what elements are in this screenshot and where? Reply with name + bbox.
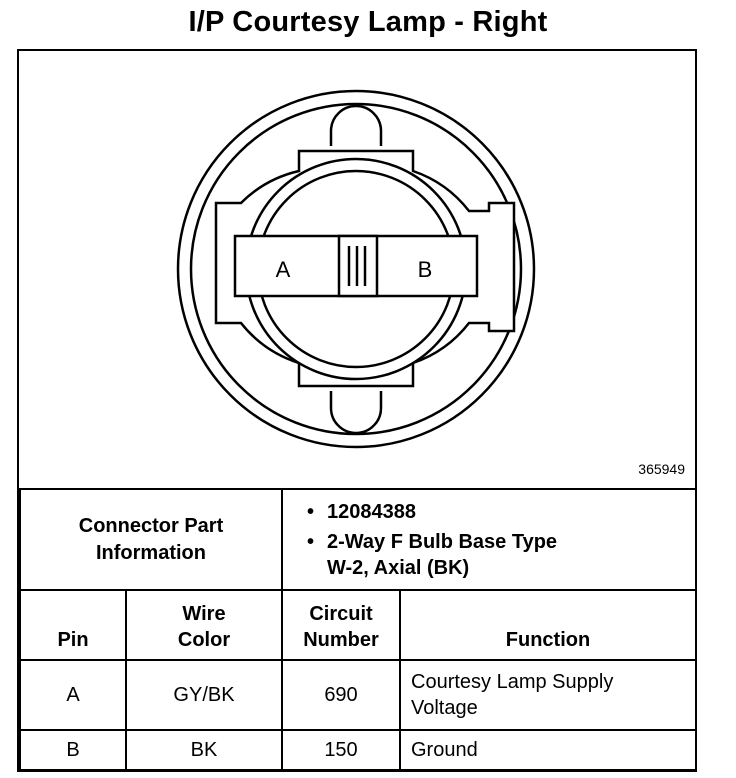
circuit-cell: 150 [281,729,401,771]
pin-cell: B [19,729,127,771]
pin-a-label: A [276,257,291,282]
header-function: Function [399,589,697,661]
part-number: 12084388 [307,499,695,525]
connector-frame: A B 365949 Connector Part Information 12… [17,49,697,772]
header-pin: Pin [19,589,127,661]
connector-diagram: A B [176,89,536,449]
pin-cell: A [19,659,127,731]
pin-b-label: B [418,257,433,282]
connector-info-label: Connector Part Information [19,488,283,591]
bottom-key [329,391,383,435]
function-cell: Ground [399,729,697,771]
diagram-id: 365949 [638,461,685,477]
wire-color-cell: GY/BK [125,659,283,731]
top-key [329,104,383,146]
circuit-cell: 690 [281,659,401,731]
connector-info-row: Connector Part Information 12084388 2-Wa… [19,488,697,591]
table-row: B BK 150 Ground [19,729,697,771]
connector-table: Connector Part Information 12084388 2-Wa… [19,488,697,771]
wire-color-cell: BK [125,729,283,771]
page-title: I/P Courtesy Lamp - Right [188,6,548,38]
